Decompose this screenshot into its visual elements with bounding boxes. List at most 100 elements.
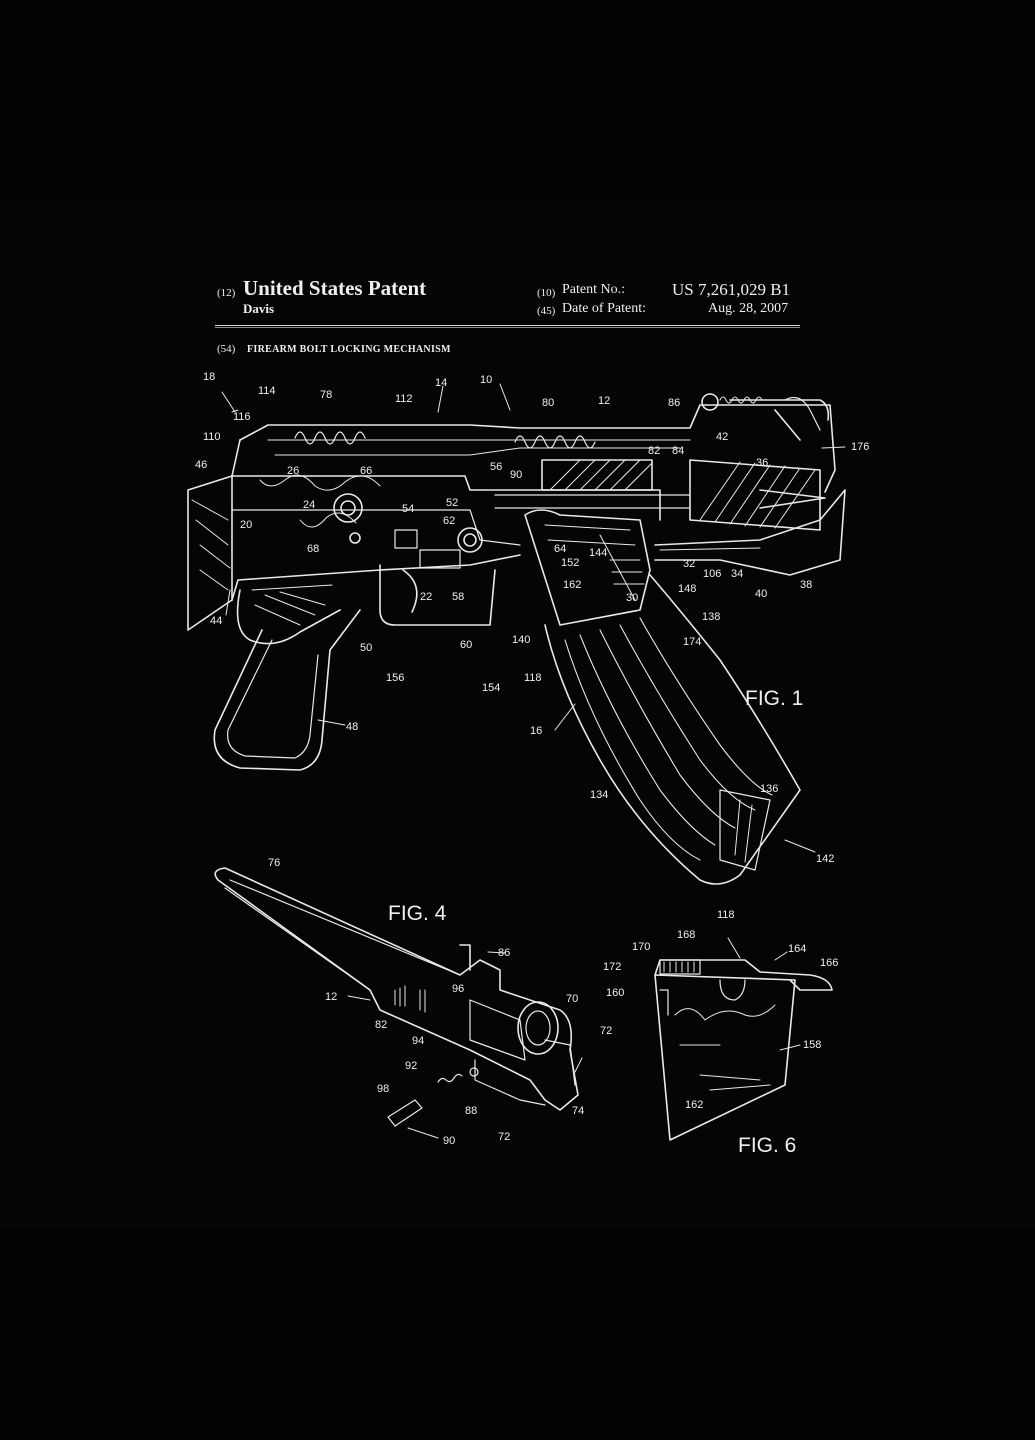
fig6-label-160: 160 — [606, 987, 624, 999]
fig4-label-72: 72 — [498, 1131, 510, 1143]
fig4-label-12: 12 — [325, 991, 337, 1003]
fig1-label-68: 68 — [307, 543, 319, 555]
fig6-label-168: 168 — [677, 929, 695, 941]
fig1-label-42: 42 — [716, 431, 728, 443]
patent-number-label: Patent No.: — [562, 282, 625, 297]
fig1-label-116: 116 — [233, 411, 251, 423]
fig1-label-56: 56 — [490, 461, 502, 473]
fig1-label-18: 18 — [203, 371, 215, 383]
fig1-label-80: 80 — [542, 397, 554, 409]
fig1-label-144: 144 — [589, 547, 607, 559]
fig1-label-106: 106 — [703, 568, 721, 580]
fig1-label-152: 152 — [561, 557, 579, 569]
fig6-label-118: 118 — [717, 909, 735, 921]
patent-title: United States Patent — [243, 276, 427, 300]
fig1-label-20: 20 — [240, 519, 252, 531]
fig4-label-86: 86 — [498, 947, 510, 959]
fig4-label-94: 94 — [412, 1035, 424, 1047]
fig4-label-82: 82 — [375, 1019, 387, 1031]
fig4-bolt-carrier-drawing — [214, 867, 583, 1139]
fig1-label-148: 148 — [678, 583, 696, 595]
fig1-label-110: 110 — [203, 431, 221, 443]
header-rule-secondary — [215, 327, 800, 328]
fig4-label-98: 98 — [377, 1083, 389, 1095]
patent-date: Aug. 28, 2007 — [708, 301, 789, 316]
fig4-label-96: 96 — [452, 983, 464, 995]
fig1-label-134: 134 — [590, 789, 608, 801]
fig6-label-158: 158 — [803, 1039, 821, 1051]
fig1-label-54: 54 — [402, 503, 414, 515]
fig1-label-22: 22 — [420, 591, 432, 603]
fig1-label-52: 52 — [446, 497, 458, 509]
fig6-label-164: 164 — [788, 943, 806, 955]
fig4-label-74: 74 — [572, 1105, 584, 1117]
fig1-label-32: 32 — [683, 558, 695, 570]
fig1-label-58: 58 — [452, 591, 464, 603]
fig1-label-38: 38 — [800, 579, 812, 591]
fig4-title: FIG. 4 — [388, 902, 447, 925]
fig1-label-26: 26 — [287, 465, 299, 477]
fig6-reference-numerals: 118 170 168 164 166 172 160 158 162 — [603, 909, 838, 1111]
fig1-label-50: 50 — [360, 642, 372, 654]
fig1-label-60: 60 — [460, 639, 472, 651]
fig1-label-154: 154 — [482, 682, 500, 694]
code-54: (54) — [217, 343, 236, 355]
fig1-label-140: 140 — [512, 634, 530, 646]
invention-title: FIREARM BOLT LOCKING MECHANISM — [247, 344, 451, 355]
inventor-name: Davis — [243, 301, 275, 316]
fig6-label-162: 162 — [685, 1099, 703, 1111]
fig1-rifle-drawing — [187, 383, 846, 885]
fig6-label-172: 172 — [603, 961, 621, 973]
fig4-label-92: 92 — [405, 1060, 417, 1072]
fig1-label-48: 48 — [346, 721, 358, 733]
fig1-label-174: 174 — [683, 636, 701, 648]
fig1-label-142: 142 — [816, 853, 834, 865]
fig6-label-166: 166 — [820, 957, 838, 969]
fig1-label-64: 64 — [554, 543, 566, 555]
fig1-label-82: 82 — [648, 445, 660, 457]
fig6-label-170: 170 — [632, 941, 650, 953]
fig1-label-44: 44 — [210, 615, 222, 627]
fig1-label-162: 162 — [563, 579, 581, 591]
fig1-label-36: 36 — [756, 457, 768, 469]
fig1-label-62: 62 — [443, 515, 455, 527]
code-10: (10) — [537, 287, 556, 299]
fig1-label-16: 16 — [530, 725, 542, 737]
fig1-label-114: 114 — [258, 385, 276, 397]
fig1-label-86: 86 — [668, 397, 680, 409]
fig1-label-24: 24 — [303, 499, 315, 511]
code-45: (45) — [537, 305, 556, 317]
fig1-label-118: 118 — [524, 672, 542, 684]
fig1-label-90: 90 — [510, 469, 522, 481]
fig1-label-176: 176 — [851, 441, 869, 453]
fig1-label-10: 10 — [480, 374, 492, 386]
fig1-label-34: 34 — [731, 568, 743, 580]
fig1-label-46: 46 — [195, 459, 207, 471]
fig1-label-14: 14 — [435, 377, 447, 389]
patent-number: US 7,261,029 B1 — [672, 280, 791, 299]
fig1-label-30: 30 — [626, 592, 638, 604]
fig1-label-84: 84 — [672, 445, 684, 457]
header-rule — [215, 325, 800, 326]
fig6-title: FIG. 6 — [738, 1134, 796, 1157]
fig4-label-88: 88 — [465, 1105, 477, 1117]
fig1-label-66: 66 — [360, 465, 372, 477]
patent-print — [0, 200, 1035, 1230]
fig1-label-12: 12 — [598, 395, 610, 407]
fig1-label-156: 156 — [386, 672, 404, 684]
fig6-magazine-latch-drawing — [654, 937, 833, 1141]
fig1-label-40: 40 — [755, 588, 767, 600]
fig1-label-112: 112 — [395, 393, 413, 405]
fig4-label-72: 72 — [600, 1025, 612, 1037]
fig4-label-90: 90 — [443, 1135, 455, 1147]
code-12: (12) — [217, 287, 236, 299]
fig1-label-136: 136 — [760, 783, 778, 795]
date-label: Date of Patent: — [562, 301, 646, 316]
fig1-label-138: 138 — [702, 611, 720, 623]
fig1-reference-numerals: 18 114 78 112 14 10 80 12 86 116 110 46 26 66 56 90 82 84… — [195, 371, 869, 865]
fig1-label-78: 78 — [320, 389, 332, 401]
fig4-label-70: 70 — [566, 993, 578, 1005]
fig1-title: FIG. 1 — [745, 687, 803, 710]
